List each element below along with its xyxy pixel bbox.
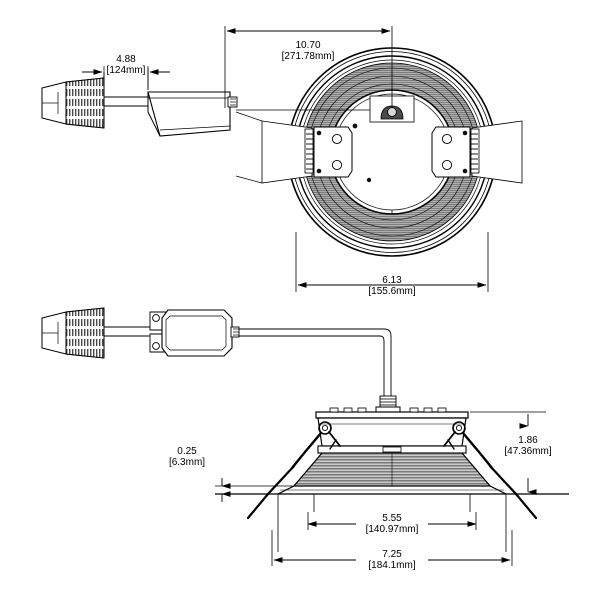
dim-aperture-diameter-metric: [155.6mm] [368,286,415,297]
dim-inner-trim-width: 5.55 [140.97mm] [307,512,477,535]
dim-connector-length: 4.88 [124mm] [82,54,170,90]
dim-housing-height-metric: [47.36mm] [504,446,551,457]
reflector-cone-side [292,452,492,487]
driver-box-top [147,91,238,137]
dim-trim-thickness-metric: [6.3mm] [169,457,205,468]
connector-plug-top [41,81,67,125]
dim-outer-trim-width-value: 7.25 [382,549,402,560]
dim-connector-length-value: 4.88 [116,54,136,65]
dim-aperture-diameter-value: 6.13 [382,275,402,286]
top-plate-knobs [329,407,447,413]
dim-overall-width: 10.70 [271.78mm] [224,26,393,108]
driver-assembly-bottom [41,307,392,396]
spring-clip-right [431,120,523,184]
housing-label-plate [382,446,402,453]
side-view [215,395,569,552]
driver-assembly-top [41,77,238,137]
dim-trim-thickness-value: 0.25 [177,446,197,457]
spring-clip-side-right [443,421,538,520]
dim-inner-trim-width-metric: [140.97mm] [366,524,419,535]
dim-aperture-diameter: 6.13 [155.6mm] [295,232,489,297]
cable-run-to-fixture [239,328,392,396]
dim-housing-height: 1.86 [47.36mm] [470,411,552,495]
dim-outer-trim-width: 7.25 [184.1mm] [271,530,513,571]
dim-outer-trim-width-metric: [184.1mm] [368,560,415,571]
plate-screw-dot-1 [352,123,358,129]
dim-housing-height-value: 1.86 [518,435,538,446]
dim-connector-length-metric: [124mm] [107,65,146,76]
dim-overall-width-value: 10.70 [295,40,320,51]
connector-knurled-collar-bottom [65,307,105,359]
cable-gland-side [375,395,401,414]
plate-screw-dot-2 [366,177,372,183]
dim-overall-width-metric: [271.78mm] [282,51,335,62]
projection-lines [277,494,507,552]
dim-trim-thickness: 0.25 [6.3mm] [169,446,294,502]
spring-clip-left [235,111,353,184]
connector-knurled-collar-top [65,77,105,129]
cable-plug-to-driver-bottom [104,326,150,337]
top-view [235,47,523,257]
dim-inner-trim-width-value: 5.55 [382,513,402,524]
cable-plug-to-driver-top [104,96,148,107]
housing-body [317,417,467,454]
connector-plug-bottom [41,311,67,355]
driver-box-bottom [161,309,240,357]
